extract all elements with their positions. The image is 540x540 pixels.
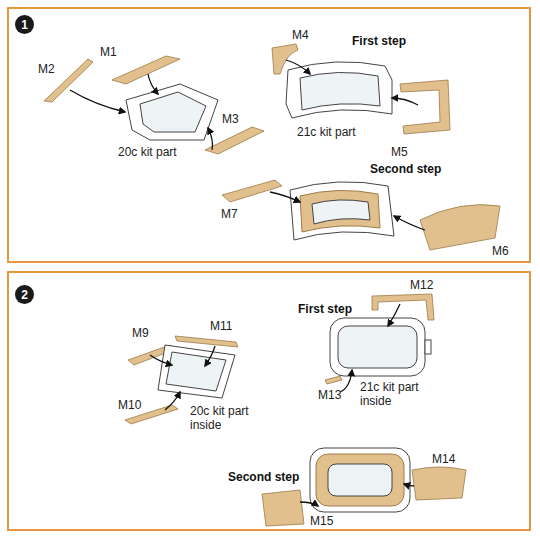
part-callout: M10	[118, 398, 141, 412]
part-callout: M15	[310, 514, 333, 528]
mask-m12	[372, 294, 434, 320]
mask-m6	[420, 205, 500, 250]
placement-arrow	[165, 392, 180, 410]
kit-part	[158, 345, 235, 398]
step-number: 2	[21, 289, 28, 301]
kit-part-glazing	[166, 352, 226, 391]
step-number: 1	[21, 19, 28, 31]
panel-frame	[8, 8, 530, 262]
step-heading: First step	[298, 302, 352, 316]
kit-part-glazing	[338, 326, 417, 368]
step-number-circle: 1	[15, 15, 34, 34]
part-callout: M4	[292, 28, 309, 42]
part-note: 21c kit part inside	[360, 380, 440, 408]
part-callout: M3	[222, 112, 239, 126]
part-callout: M6	[492, 244, 509, 258]
applied-mask	[316, 454, 404, 506]
mask-m13	[325, 376, 342, 384]
mask-m11	[175, 336, 238, 347]
mask-m15	[262, 490, 304, 526]
step-heading: Second step	[228, 470, 299, 484]
kit-part	[330, 318, 425, 376]
mask-m7	[222, 180, 282, 202]
step-heading: First step	[352, 34, 406, 48]
placement-arrow	[150, 355, 172, 365]
placement-arrow	[392, 98, 418, 105]
part-note: 20c kit part inside	[190, 404, 270, 432]
mask-m14	[412, 467, 466, 500]
placement-arrow	[205, 346, 215, 366]
step-number-circle: 2	[15, 285, 34, 304]
placement-arrow	[300, 502, 318, 506]
applied-mask	[300, 190, 380, 232]
part-callout: M14	[432, 452, 455, 466]
kit-part	[286, 62, 392, 118]
mask-m1	[112, 56, 180, 84]
part-callout: M2	[38, 62, 55, 76]
kit-part-glazing	[328, 464, 392, 496]
kit-part-glazing	[312, 200, 370, 224]
placement-arrow	[208, 128, 213, 150]
kit-part	[290, 182, 394, 240]
placement-arrow	[394, 216, 425, 230]
kit-part	[126, 84, 218, 140]
part-callout: M11	[210, 319, 232, 333]
part-note: 21c kit part	[297, 125, 356, 139]
mask-m5	[400, 80, 450, 134]
placement-arrow	[340, 370, 352, 392]
mask-m3	[205, 127, 264, 154]
kit-part-glazing	[140, 92, 206, 132]
placement-arrow	[70, 90, 125, 112]
placement-arrow	[286, 60, 310, 74]
placement-arrow	[148, 74, 158, 94]
step-heading: Second step	[370, 162, 441, 176]
placement-arrow	[404, 484, 414, 486]
part-callout: M13	[318, 388, 341, 402]
placement-arrow	[388, 304, 400, 326]
kit-part	[310, 448, 410, 512]
panel-frame	[8, 272, 530, 530]
placement-arrow	[270, 192, 300, 202]
part-callout: M7	[221, 207, 238, 221]
kit-part-glazing	[300, 72, 380, 110]
part-note: 20c kit part	[118, 145, 177, 159]
part-callout: M1	[100, 45, 117, 59]
kit-part-tab	[425, 340, 431, 354]
part-callout: M5	[391, 145, 408, 159]
part-callout: M12	[410, 278, 433, 292]
part-callout: M9	[132, 326, 149, 340]
